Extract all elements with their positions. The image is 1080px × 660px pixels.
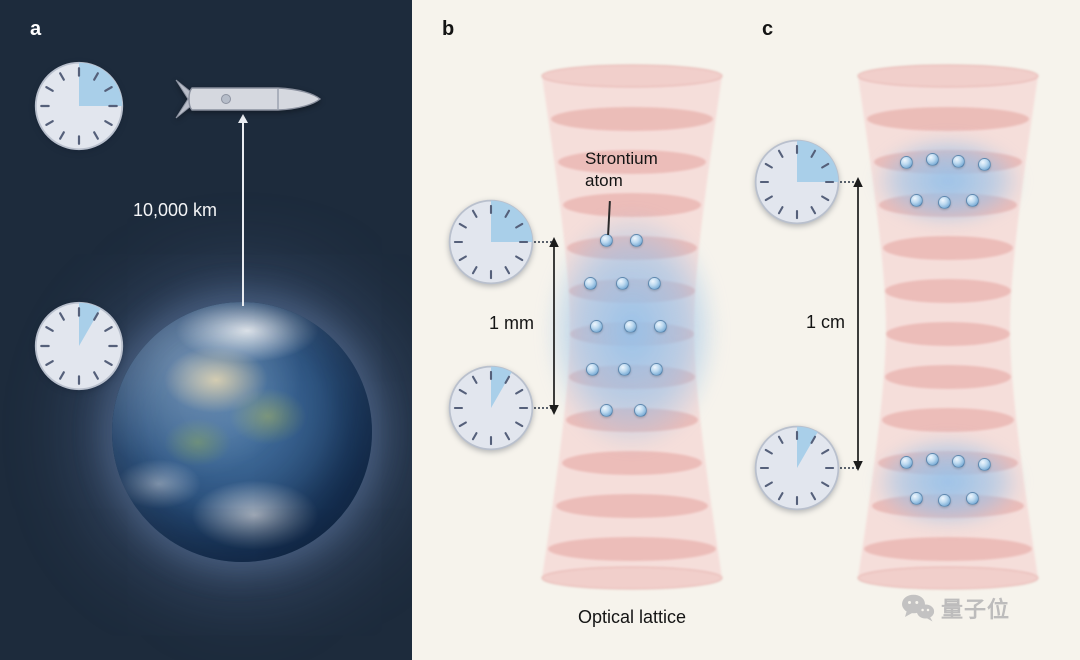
strontium-atom (654, 320, 667, 333)
strontium-atom (926, 453, 939, 466)
separation-label-b: 1 mm (489, 313, 534, 333)
strontium-atom (952, 455, 965, 468)
strontium-atom (630, 234, 643, 247)
clock-twelfth-icon (33, 300, 125, 392)
clock-twelfth-icon (447, 364, 535, 452)
strontium-atom (910, 194, 923, 207)
strontium-atom (952, 155, 965, 168)
leader-line (836, 467, 858, 469)
watermark: 量子位 (901, 592, 1010, 624)
clock-quarter-icon (753, 138, 841, 226)
leader-line (530, 407, 556, 409)
strontium-atom (634, 404, 647, 417)
strontium-atom (600, 404, 613, 417)
optical-lattice-caption: Optical lattice (577, 607, 687, 627)
watermark-text: 量子位 (941, 597, 1011, 622)
separation-arrow-c (853, 177, 863, 471)
strontium-atom (938, 196, 951, 209)
panel-a: a 10,000 km (0, 0, 412, 660)
panel-a-label: a (30, 18, 42, 40)
clock-twelfth-icon (753, 424, 841, 512)
strontium-atom (900, 156, 913, 169)
strontium-atom (938, 494, 951, 507)
leader-line (530, 241, 556, 243)
strontium-atom (600, 234, 613, 247)
clock-quarter-icon (447, 198, 535, 286)
strontium-atom (624, 320, 637, 333)
clock-quarter-icon (33, 60, 125, 152)
earth-image (112, 302, 372, 562)
strontium-atom (910, 492, 923, 505)
strontium-atom (648, 277, 661, 290)
strontium-atom (616, 277, 629, 290)
altitude-label: 10,000 km (133, 200, 218, 220)
strontium-atom (926, 153, 939, 166)
strontium-atom-callout: Strontium atom (585, 149, 658, 191)
atom-cloud-c-bottom (874, 436, 1022, 528)
wechat-icon (902, 594, 935, 622)
strontium-atom (900, 456, 913, 469)
panel-b-label: b (442, 18, 455, 40)
strontium-atom (586, 363, 599, 376)
strontium-atom (966, 194, 979, 207)
strontium-atom (584, 277, 597, 290)
separation-label-c: 1 cm (806, 312, 846, 332)
strontium-atom (590, 320, 603, 333)
strontium-atom (978, 158, 991, 171)
rocket-icon (175, 79, 322, 119)
separation-arrow-b (549, 237, 559, 415)
strontium-atom (650, 363, 663, 376)
altitude-line (238, 114, 248, 306)
atom-cloud-c-top (874, 136, 1022, 226)
leader-line (836, 181, 858, 183)
strontium-atom (618, 363, 631, 376)
panel-c-label: c (762, 18, 774, 40)
strontium-atom (966, 492, 979, 505)
strontium-atom (978, 458, 991, 471)
